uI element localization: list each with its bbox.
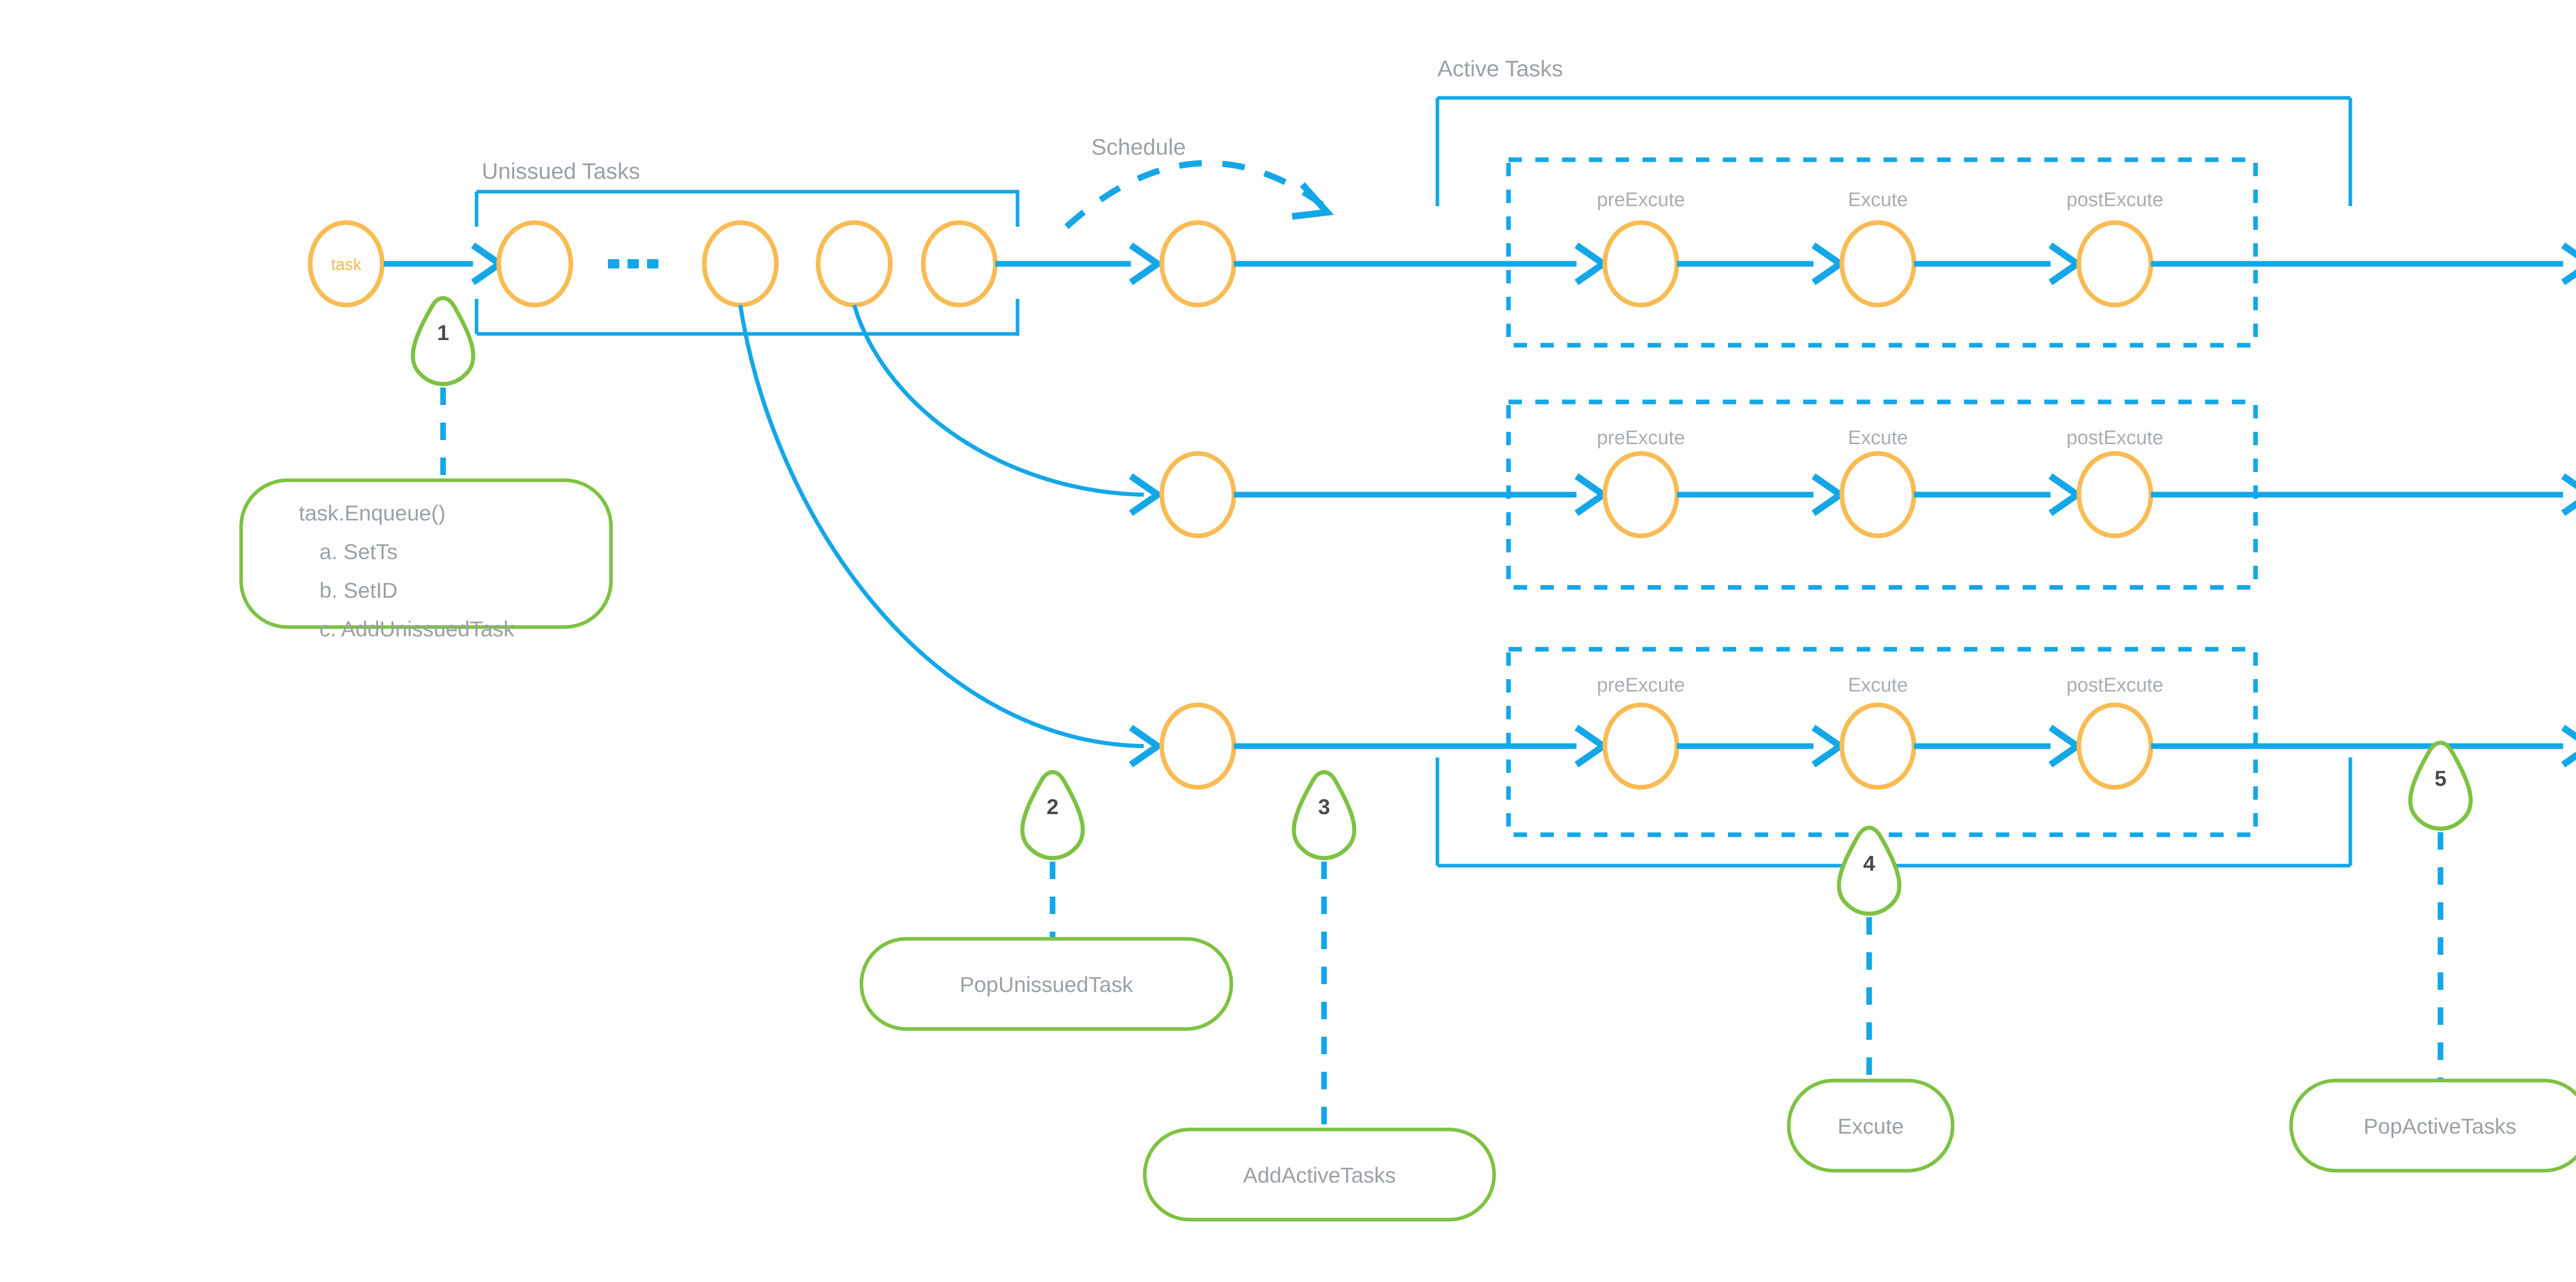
row-2-entry-node[interactable] xyxy=(1159,451,1236,538)
callout-pop-active[interactable]: PopActiveTasks xyxy=(2289,1078,2576,1173)
row-1-entry-node[interactable] xyxy=(1159,220,1236,308)
callout-enqueue[interactable]: task.Enqueue() a. SetTs b. SetID c. AddU… xyxy=(239,478,613,641)
row-2-postexcute-node[interactable] xyxy=(2076,451,2154,538)
dispatch-curve-to-row-3 xyxy=(738,305,1158,765)
marker-1[interactable]: 1 xyxy=(411,296,476,386)
callout-pop-unissued-label: PopUnissuedTask xyxy=(960,972,1133,997)
row-3-excute-label: Excute xyxy=(1848,674,1908,696)
row-2-excute-node[interactable] xyxy=(1839,451,1917,538)
queue-ellipsis xyxy=(608,259,658,268)
unissued-tasks-bracket xyxy=(474,190,1020,336)
callout-add-active[interactable]: AddActiveTasks xyxy=(1143,1127,1496,1222)
row-3-preexcute-node[interactable] xyxy=(1602,702,1680,790)
row-2-postexcute-label: postExcute xyxy=(2066,427,2163,449)
row-3-postexcute-label: postExcute xyxy=(2066,674,2163,696)
callout-enqueue-step-b: b. SetID xyxy=(319,578,398,602)
row-2-preexcute-node[interactable] xyxy=(1602,451,1680,538)
marker-4-number: 4 xyxy=(1863,851,1875,875)
row-3-postexcute-node[interactable] xyxy=(2076,702,2154,790)
callout-excute-label: Excute xyxy=(1838,1114,1904,1138)
active-tasks-label: Active Tasks xyxy=(1437,56,1563,81)
callout-pop-unissued[interactable]: PopUnissuedTask xyxy=(859,937,1233,1031)
unissued-queue-node-1[interactable] xyxy=(496,220,573,308)
callout-enqueue-step-c: c. AddUnissuedTask xyxy=(319,617,515,641)
row-3-preexcute-label: preExcute xyxy=(1597,674,1685,696)
row-1-preexcute-label: preExcute xyxy=(1597,189,1685,211)
callout-excute[interactable]: Excute xyxy=(1787,1078,1955,1173)
row-1-preexcute-node[interactable] xyxy=(1602,220,1680,308)
marker-1-number: 1 xyxy=(437,320,449,345)
row-3-excute-node[interactable] xyxy=(1839,702,1917,790)
unissued-queue-node-3[interactable] xyxy=(816,220,893,308)
task-node-label: task xyxy=(331,255,362,274)
row-3-entry-node[interactable] xyxy=(1159,702,1236,790)
callout-add-active-label: AddActiveTasks xyxy=(1243,1163,1396,1187)
row-1-excute-node[interactable] xyxy=(1839,220,1917,308)
marker-4[interactable]: 4 xyxy=(1837,825,1902,916)
marker-2[interactable]: 2 xyxy=(1020,770,1085,861)
row-2-preexcute-label: preExcute xyxy=(1597,427,1685,449)
marker-3-number: 3 xyxy=(1318,795,1330,819)
row-2-excute-label: Excute xyxy=(1848,427,1908,449)
row-3-execution-box xyxy=(1506,647,2258,837)
marker-5-number: 5 xyxy=(2434,766,2446,790)
row-1: preExcute Excute postExcute xyxy=(1159,157,2576,348)
schedule-label: Schedule xyxy=(1091,134,1185,160)
callout-enqueue-title: task.Enqueue() xyxy=(299,501,446,525)
schedule-arc xyxy=(1064,160,1334,229)
row-1-execution-box xyxy=(1506,157,2258,348)
row-1-postexcute-node[interactable] xyxy=(2076,220,2154,308)
row-2: preExcute Excute postExcute xyxy=(1159,399,2576,590)
task-source-node[interactable]: task xyxy=(308,220,385,308)
dispatch-curve-to-row-2 xyxy=(852,304,1158,513)
unissued-tasks-label: Unissued Tasks xyxy=(482,159,640,184)
callout-enqueue-step-a: a. SetTs xyxy=(319,539,398,564)
marker-5[interactable]: 5 xyxy=(2408,740,2473,831)
unissued-queue-node-2[interactable] xyxy=(702,220,779,308)
callout-pop-active-label: PopActiveTasks xyxy=(2364,1114,2516,1138)
row-3: preExcute Excute postExcute xyxy=(1159,647,2576,837)
unissued-queue-node-4[interactable] xyxy=(921,220,998,308)
marker-3[interactable]: 3 xyxy=(1292,770,1357,861)
row-1-excute-label: Excute xyxy=(1848,189,1908,211)
marker-2-number: 2 xyxy=(1046,795,1058,819)
row-1-postexcute-label: postExcute xyxy=(2066,189,2163,211)
